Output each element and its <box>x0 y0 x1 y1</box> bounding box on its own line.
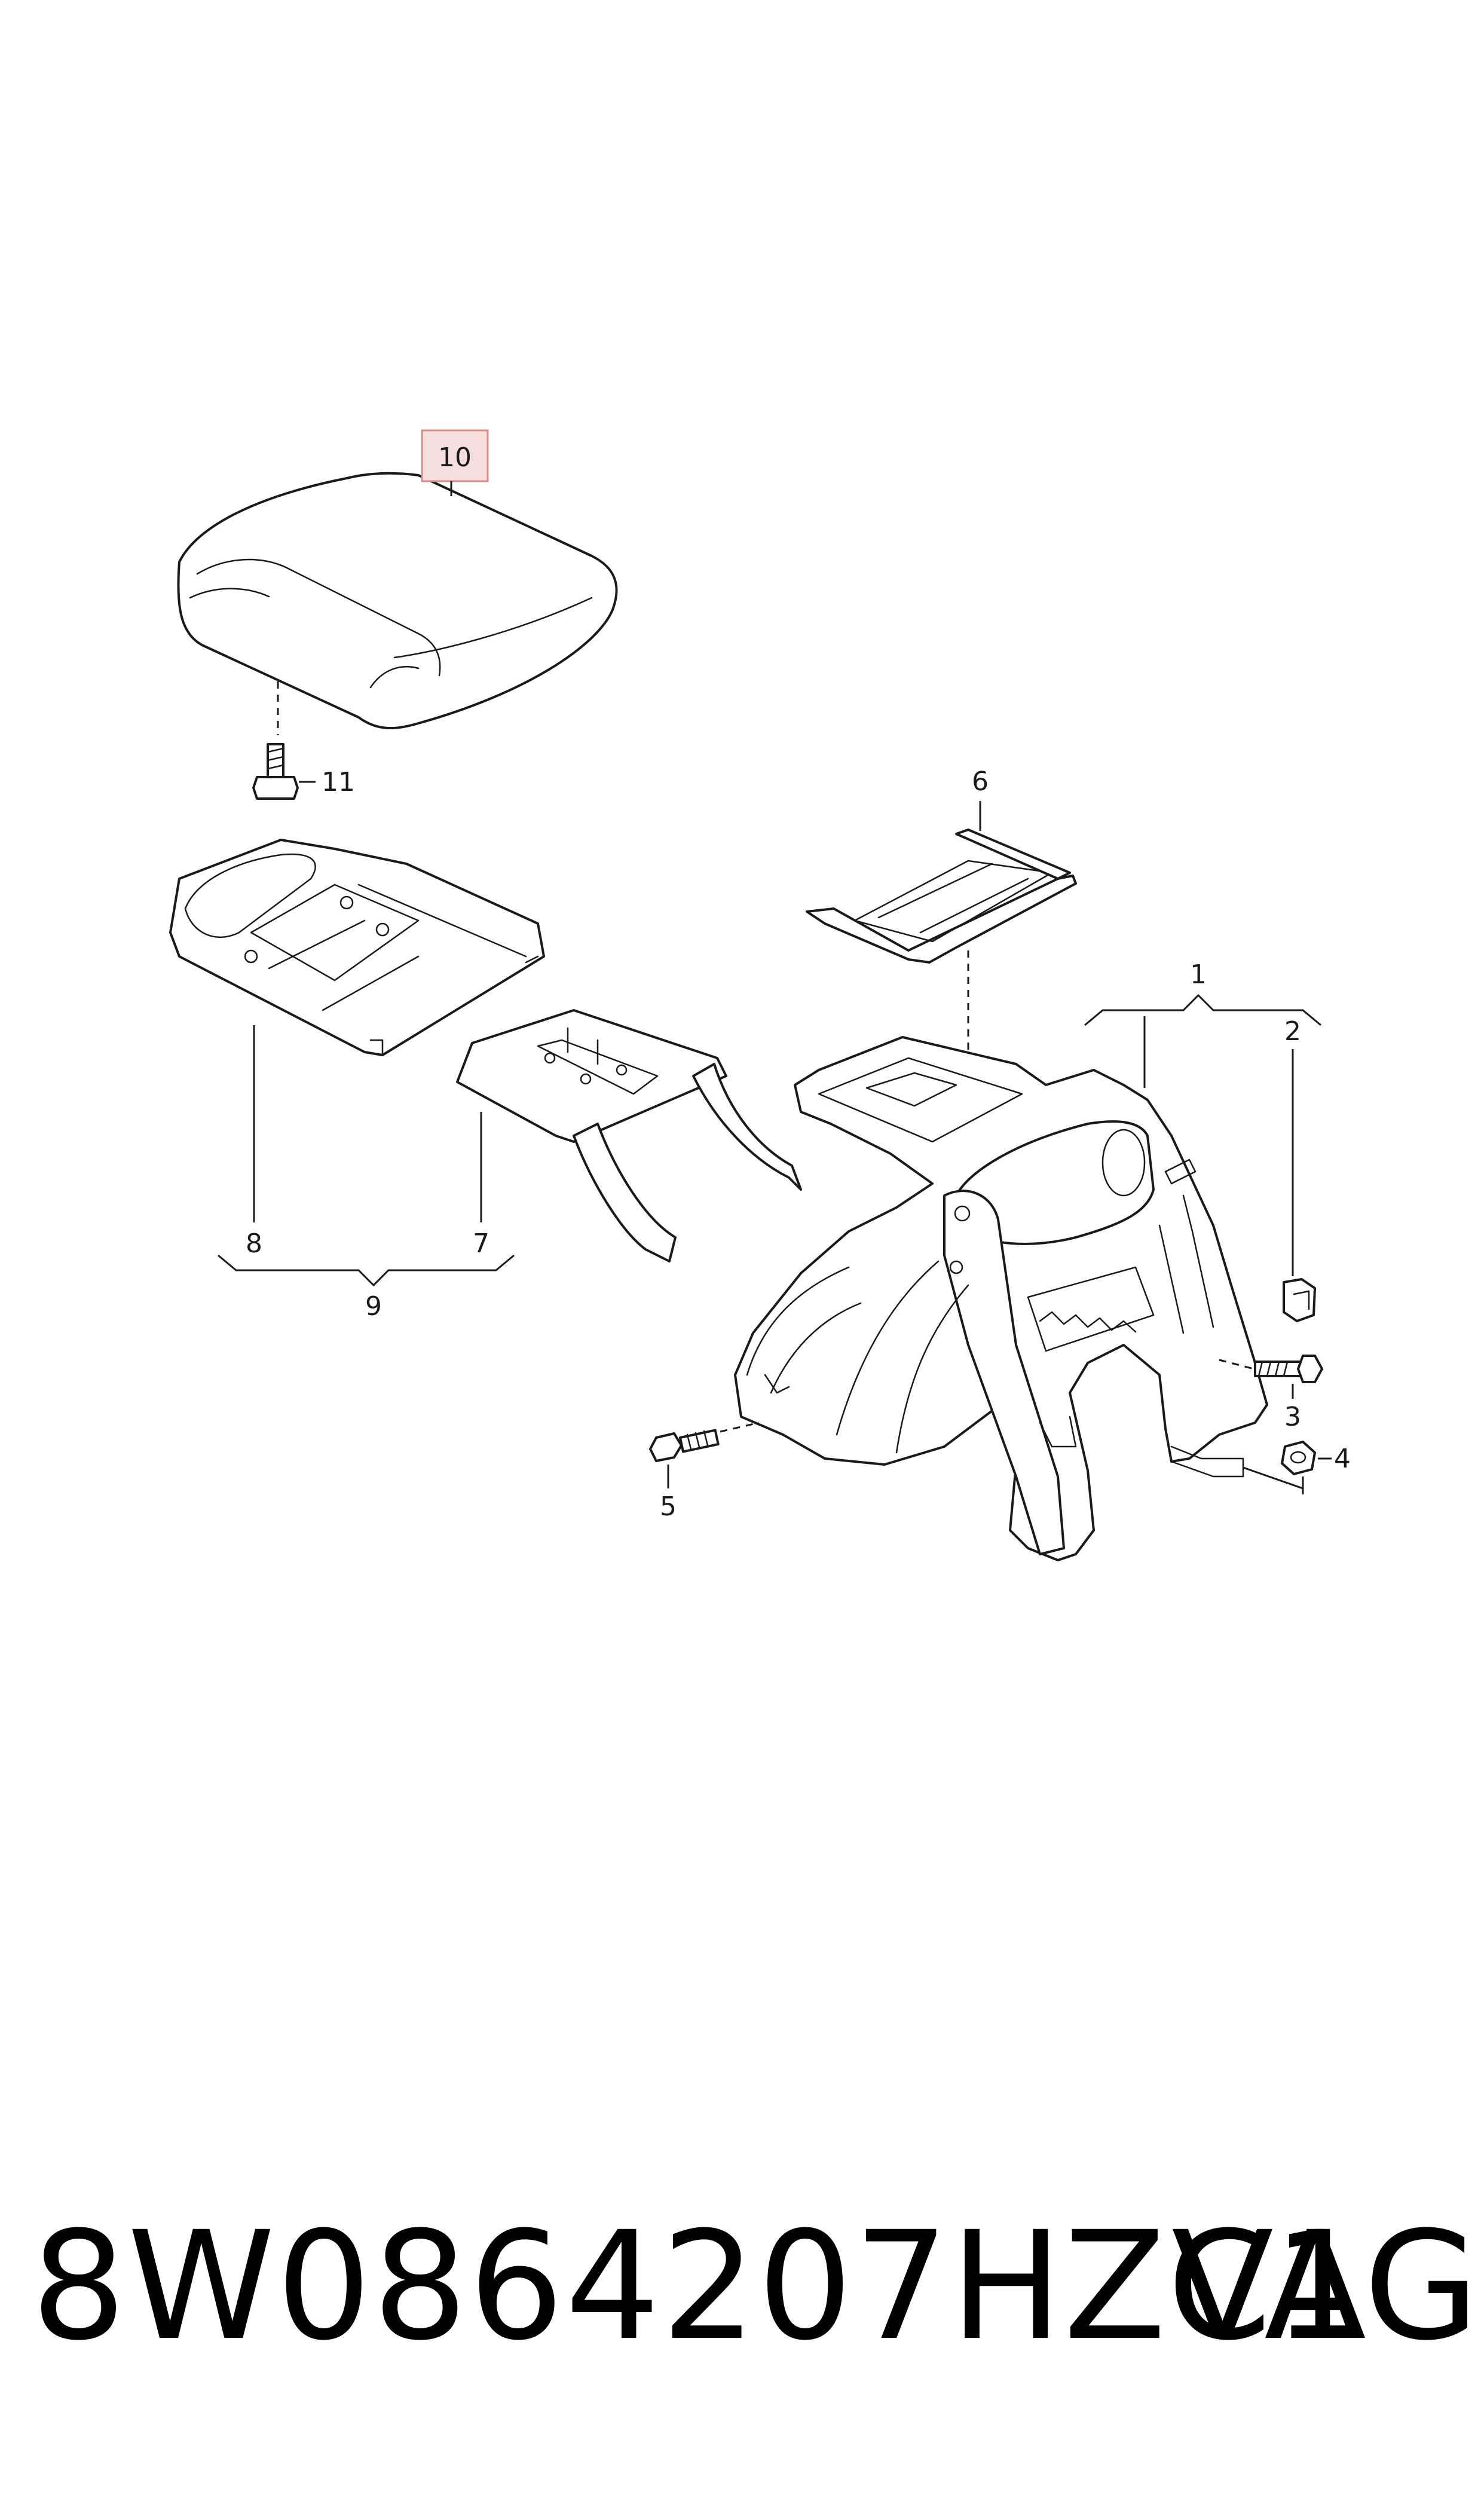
bolt-part-5 <box>649 1429 720 1462</box>
callout-9[interactable]: 9 <box>365 1291 382 1322</box>
callout-10-highlight <box>421 429 489 482</box>
leader-4-to-frame <box>1243 1466 1304 1490</box>
callout-11[interactable]: 11 <box>322 767 355 797</box>
leader-3-to-frame <box>1219 1359 1254 1370</box>
callout-2[interactable]: 2 <box>1284 1016 1301 1047</box>
callout-4[interactable]: 4 <box>1334 1444 1351 1474</box>
callout-5[interactable]: 5 <box>660 1491 677 1522</box>
callout-8[interactable]: 8 <box>246 1228 262 1259</box>
frame-part-1 <box>734 1036 1268 1561</box>
callout-3[interactable]: 3 <box>1284 1402 1301 1432</box>
brand-label: VAG <box>1171 2199 1480 2373</box>
group-bracket-9 <box>218 1254 515 1287</box>
clip-part-2 <box>1283 1278 1316 1322</box>
leader-5-to-frame <box>720 1421 760 1433</box>
bolt-part-3 <box>1254 1355 1323 1383</box>
plate-part-6 <box>806 829 1077 964</box>
callout-1[interactable]: 1 <box>1190 959 1207 990</box>
callout-10[interactable]: 10 <box>438 442 472 473</box>
tray-part-8 <box>169 839 545 1056</box>
bracket-part-7 <box>456 1009 802 1262</box>
part-number: 8W0864207HZC1 <box>31 2199 1369 2373</box>
callout-7[interactable]: 7 <box>473 1228 489 1259</box>
nut-part-4 <box>1281 1441 1316 1475</box>
group-bracket-1 <box>1084 993 1321 1026</box>
callout-6[interactable]: 6 <box>972 766 989 797</box>
armrest-cushion-part <box>177 472 618 729</box>
screw-part-11 <box>252 743 299 800</box>
